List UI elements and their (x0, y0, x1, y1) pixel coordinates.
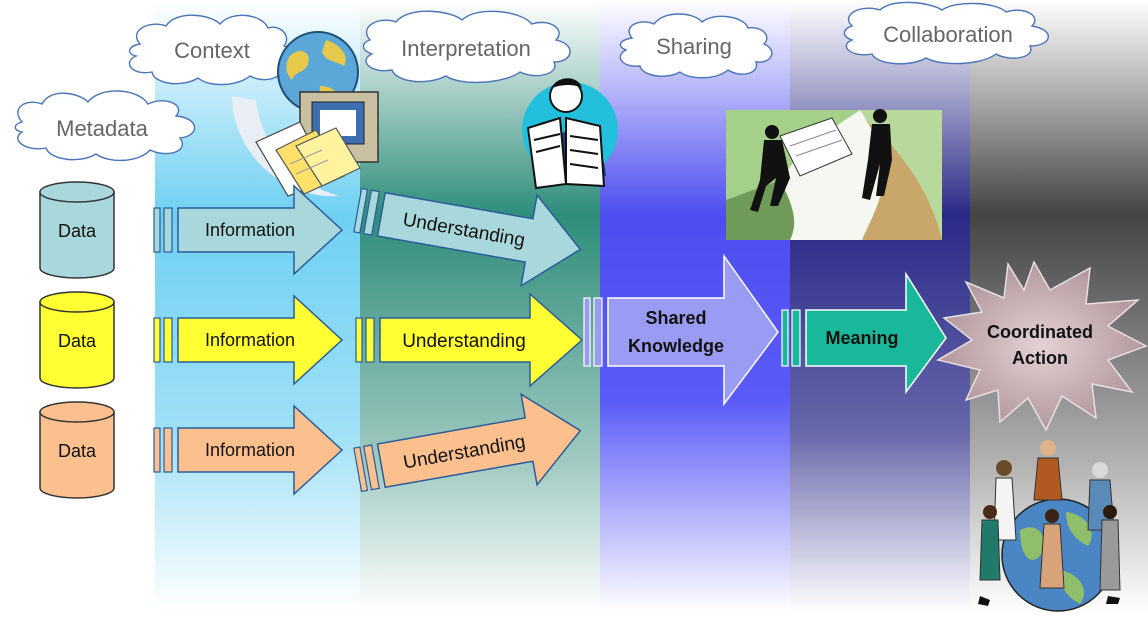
data-label: Data (58, 331, 97, 351)
people-circle-globe-icon (978, 440, 1121, 612)
cloud-sharing: Sharing (619, 13, 773, 79)
understanding-arrow: Understanding (353, 392, 582, 493)
information-arrow: Information (153, 294, 344, 386)
shared-knowledge-label-line2: Knowledge (628, 336, 724, 356)
understanding-label: Understanding (402, 331, 526, 352)
coordinated-action-starburst: Coordinated Action (936, 260, 1148, 432)
cloud-metadata-label: Metadata (56, 116, 148, 141)
information-arrow: Information (153, 184, 344, 276)
coordinated-action-label-line2: Action (1012, 348, 1068, 368)
cloud-context: Context (128, 14, 295, 86)
cloud-interpretation: Interpretation (362, 10, 571, 84)
cloud-sharing-label: Sharing (656, 34, 732, 59)
coordinated-action-label-line1: Coordinated (987, 322, 1093, 342)
shared-knowledge-label-line1: Shared (645, 308, 706, 328)
information-label: Information (205, 440, 295, 460)
band-meaning (790, 0, 970, 613)
cloud-metadata: Metadata (14, 90, 196, 161)
information-arrows: Information Information Information (153, 184, 344, 496)
understanding-arrow: Understanding (355, 292, 584, 388)
information-label: Information (205, 220, 295, 240)
shared-knowledge-arrow: Shared Knowledge (583, 253, 779, 407)
data-cylinder: Data (39, 291, 115, 389)
data-label: Data (58, 441, 97, 461)
cloud-interpretation-label: Interpretation (401, 36, 531, 61)
information-arrow: Information (153, 404, 344, 496)
meaning-arrow: Meaning (781, 271, 947, 395)
cloud-collaboration: Collaboration (843, 1, 1049, 65)
data-label: Data (58, 221, 97, 241)
cloud-collaboration-label: Collaboration (883, 22, 1013, 47)
meaning-label: Meaning (825, 328, 898, 348)
data-cylinder: Data (39, 181, 115, 279)
understanding-arrow: Understanding (353, 187, 582, 288)
cloud-context-label: Context (174, 38, 250, 63)
handshake-cliff-icon (726, 109, 942, 240)
newspaper-reader-icon (522, 78, 618, 190)
data-cylinders: Data Data Data (39, 181, 115, 499)
data-cylinder: Data (39, 401, 115, 499)
information-label: Information (205, 330, 295, 350)
understanding-arrows: Understanding Understanding Understandin… (353, 187, 584, 493)
globe-computer-icon (232, 31, 379, 197)
